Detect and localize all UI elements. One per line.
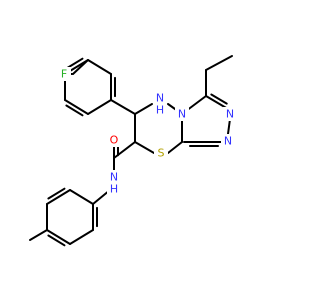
atom-bridge-n: N	[178, 108, 186, 121]
bond-tol-b-inner	[47, 187, 66, 200]
bond-et2	[205, 55, 233, 71]
atom-ring-nh-bg	[153, 91, 167, 117]
atom-triazole-n-upper-bg	[223, 107, 237, 121]
bond-c3-nu-inner	[210, 93, 228, 105]
bond-aryl-c6	[110, 99, 136, 115]
bond-s-c9	[167, 141, 183, 154]
atom-triazole-n-lower: N	[224, 135, 232, 148]
atom-oxygen: O	[110, 134, 119, 147]
atom-fluorine: F	[61, 68, 67, 81]
bond-c7-s	[134, 141, 155, 154]
bond-tol-a	[69, 189, 94, 205]
atom-sulfur: S	[158, 147, 165, 160]
atom-oxygen-bg	[107, 133, 121, 147]
bond-tol-d-inner	[47, 234, 66, 247]
bond-ring-d	[64, 99, 89, 115]
bond-nu-nl	[227, 118, 231, 135]
bond-tol-d	[46, 229, 71, 245]
atom-triazole-n-upper: N	[226, 108, 234, 121]
bond-ring-c	[87, 99, 112, 115]
atom-triazole-n-lower-bg	[221, 134, 235, 148]
bond-tol-b	[46, 189, 71, 205]
atom-ring-nh-line-1: H	[156, 104, 164, 117]
atom-fluorine-bg	[57, 67, 71, 81]
bond-ring-d-inner	[65, 104, 84, 117]
bond-c6-nh	[134, 103, 153, 115]
bond-ring-a	[87, 59, 112, 75]
bond-ring-f-inner	[65, 57, 84, 70]
atom-amide-nh-bg	[107, 170, 121, 196]
bond-c3-nu	[205, 95, 229, 110]
bonds	[29, 55, 233, 247]
atom-sulfur-bg	[154, 146, 168, 160]
atom-amide-nh-line-0: N	[110, 171, 118, 184]
atom-amide-nh-line-1: H	[110, 183, 118, 196]
bond-methyl	[29, 229, 48, 241]
atom-ring-nh-line-0: N	[156, 92, 164, 105]
bond-tol-e	[69, 229, 94, 245]
atom-bridge-n-bg	[175, 107, 189, 121]
